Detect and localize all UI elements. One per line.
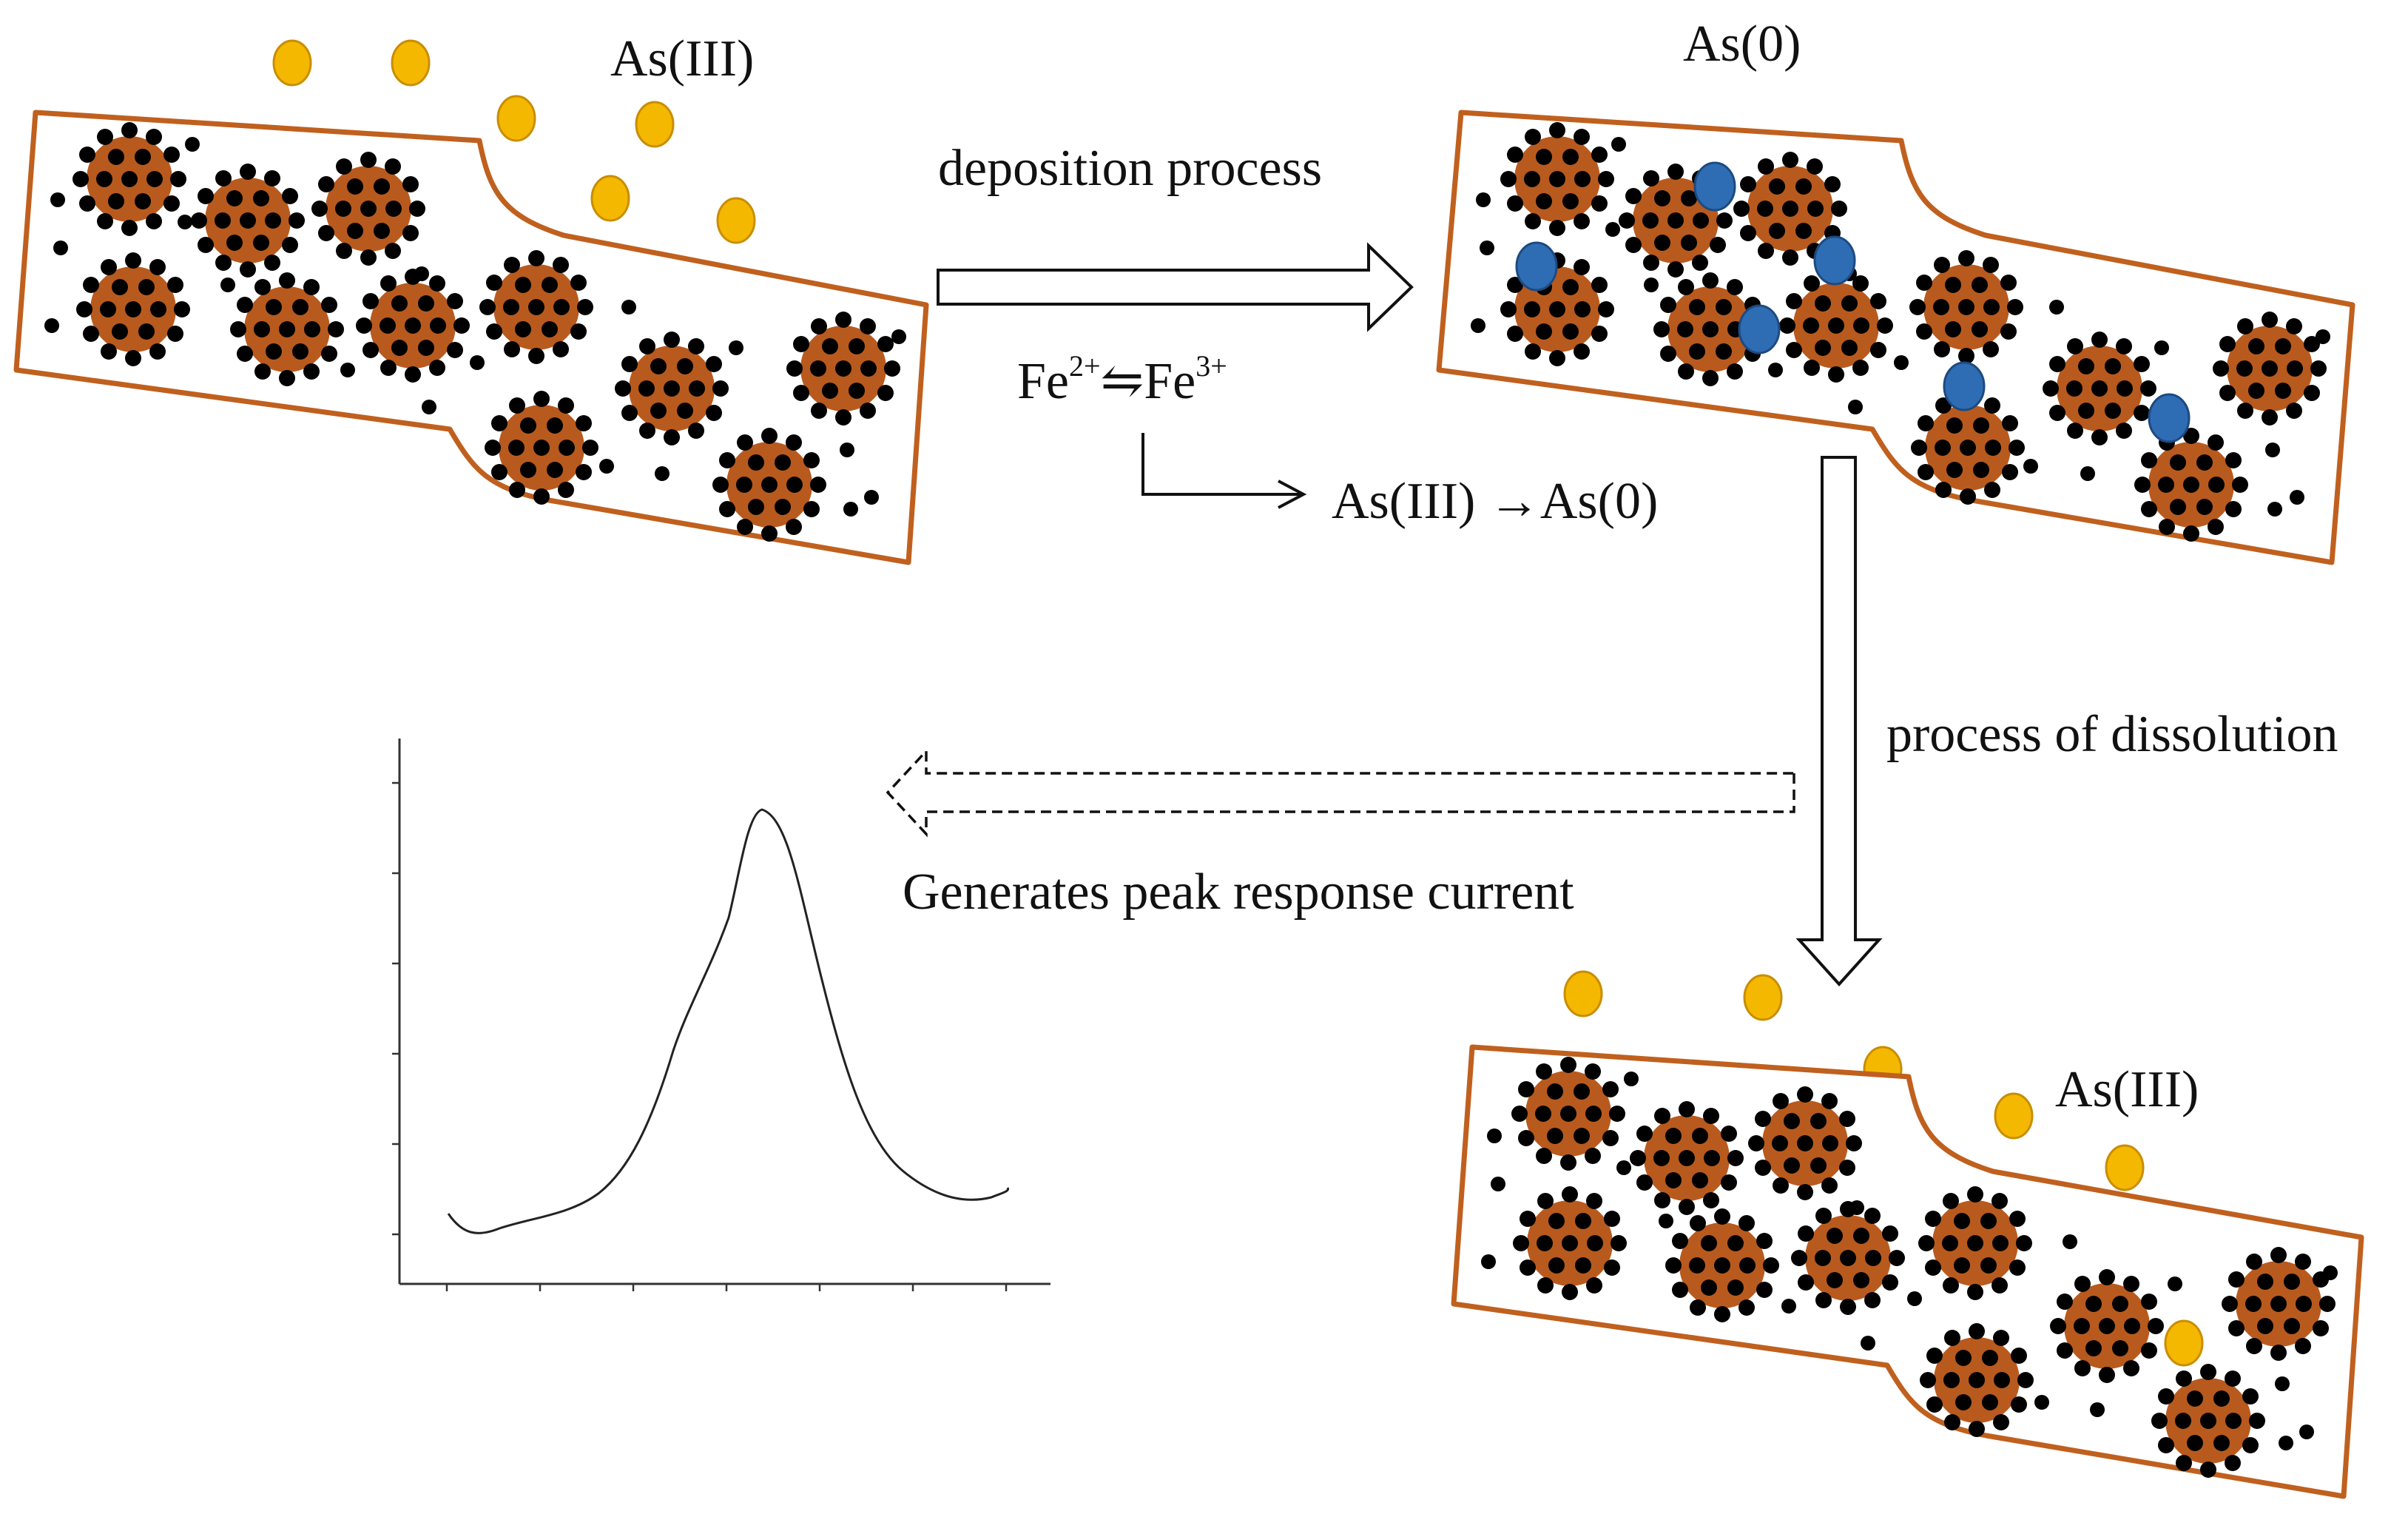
dissolution-label: process of dissolution [1886,706,2338,763]
as0-label: As(0) [1683,16,1801,73]
carbon-dots [44,137,906,517]
svg-text:Fe2+⇋Fe3+: Fe2+⇋Fe3+ [1017,349,1227,410]
peak-response-plot [392,739,1050,1291]
electrode-strip-deposited [1436,110,2355,565]
fe-redox-label: Fe2+⇋Fe3+ [1017,349,1227,410]
as0-atoms [1515,161,2191,443]
peak-response-curve [447,808,1010,1234]
generates-label: Generates peak response current [903,864,1574,921]
plot-y-ticks [392,781,399,1236]
carbon-dots [1481,1072,2338,1450]
arrow-dissolution-down-icon [1795,456,1883,986]
arrow-generates-left-dashed-icon [886,747,1795,838]
electrode-strip-dissolved [1451,1044,2364,1499]
electrode-strip-initial [13,110,929,565]
arrow-deposition-right-icon [937,242,1414,332]
arrow-reaction-elbow-icon [1141,433,1302,496]
deposition-label: deposition process [938,140,1322,197]
as3-ion-residual [2164,1319,2204,1367]
reaction-label: As(III) →As(0) [1332,473,1658,530]
plot-x-ticks [445,1284,1008,1291]
carbon-dots [1471,137,2330,517]
as3-ions-released [1563,970,2145,1191]
as3-label-bottom: As(III) [2055,1061,2199,1118]
as3-ions-top [272,39,756,244]
arrow-reaction-head-icon [1278,480,1307,509]
as3-label-top: As(III) [610,30,754,87]
